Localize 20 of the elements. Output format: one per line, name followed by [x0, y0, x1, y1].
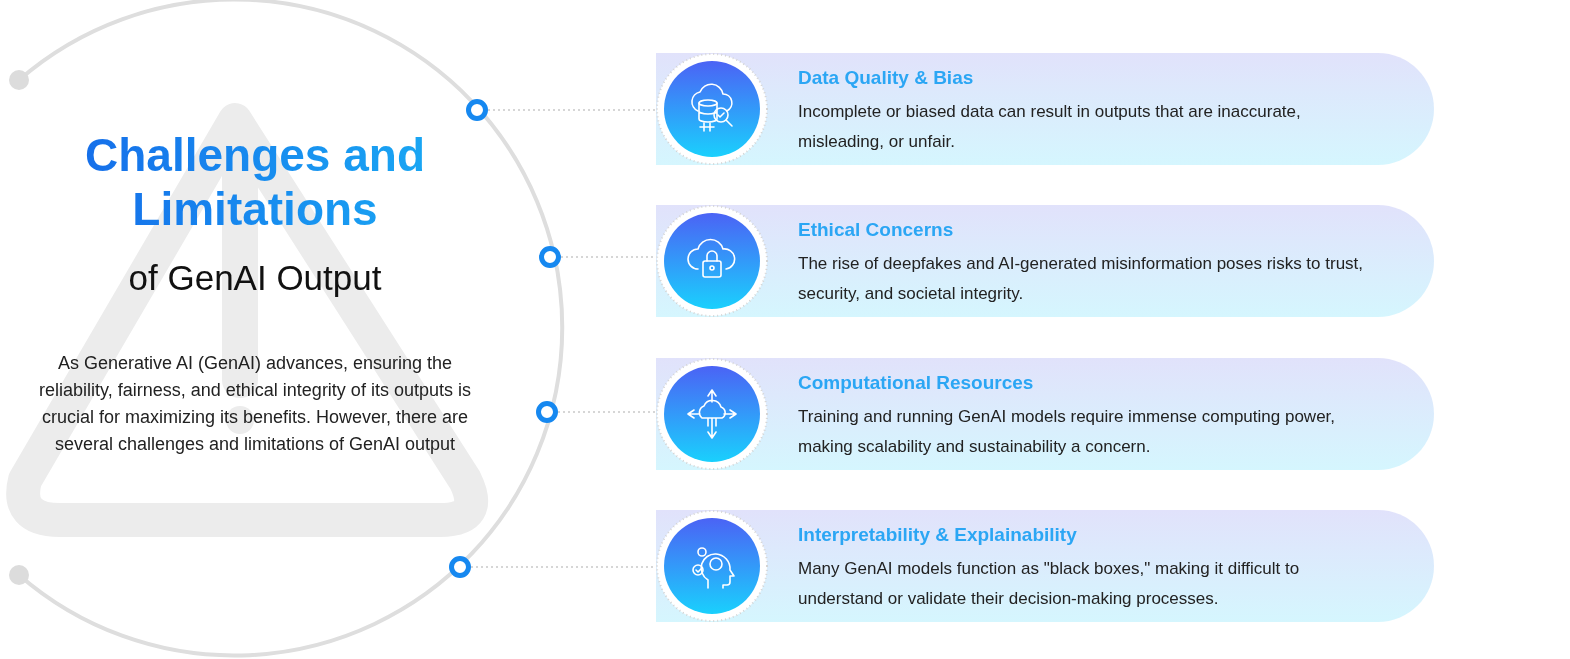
challenge-card — [656, 205, 1434, 317]
challenge-card — [656, 510, 1434, 622]
card-description: Many GenAI models function as "black boxes," making it difficult to understand or validate their decision-making processes. — [798, 558, 1301, 610]
connector-dot — [449, 556, 471, 578]
connector-dot — [539, 246, 561, 268]
card-description: Incomplete or biased data can result in outputs that are inaccurate, misleading, or unfair. — [798, 101, 1302, 153]
dotted-connector — [487, 109, 657, 111]
connector-dot — [466, 99, 488, 121]
card-heading: Computational Resources — [798, 372, 1034, 394]
intro-paragraph: As Generative AI (GenAI) advances, ensuring the reliability, fairness, and ethical integrity of its outputs is crucial for maximizing its benefits. However, there are several challenges and limitations of GenAI output — [38, 352, 472, 456]
card-description: Training and running GenAI models require immense computing power, making scalability and sustainability a concern. — [798, 406, 1337, 458]
card-description: The rise of deepfakes and AI-generated misinformation poses risks to trust, security, and societal integrity. — [798, 253, 1365, 305]
challenge-card — [656, 53, 1434, 165]
card-heading: Data Quality & Bias — [798, 67, 974, 89]
card-heading: Ethical Concerns — [798, 219, 954, 241]
card-heading: Interpretability & Explainability — [798, 524, 1077, 546]
subtitle-text: of GenAI Output — [127, 258, 383, 298]
dotted-connector — [557, 411, 657, 413]
connector-dot — [536, 401, 558, 423]
challenge-card — [656, 358, 1434, 470]
